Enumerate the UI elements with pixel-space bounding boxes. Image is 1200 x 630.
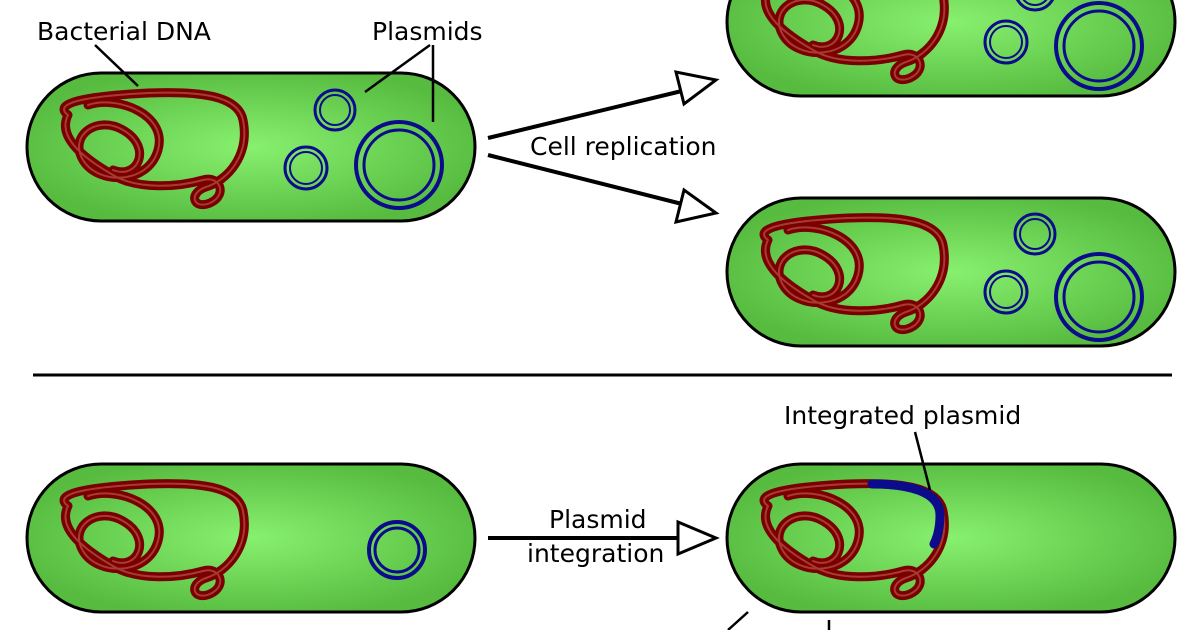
bottom-leader-1	[727, 611, 749, 630]
replication-arrow-down	[487, 153, 720, 224]
plasmids-leader-1	[364, 43, 431, 94]
small-plasmid	[983, 19, 1029, 65]
integration-arrow	[488, 519, 720, 557]
daughter-cell-1	[725, 0, 1177, 98]
plasmid	[367, 520, 427, 580]
large-plasmid	[1054, 252, 1144, 342]
small-plasmid	[313, 88, 357, 132]
source-cell	[25, 71, 477, 223]
replication-arrow-up	[487, 70, 720, 140]
small-plasmid	[1013, 212, 1057, 256]
integrated-plasmid-label: Integrated plasmid	[784, 401, 1021, 430]
small-plasmid	[983, 269, 1029, 315]
large-plasmid	[354, 120, 444, 210]
integrated-cell	[725, 462, 1177, 614]
plasmid-integration-label-line1: Plasmid	[549, 505, 647, 534]
daughter-cell-2	[725, 196, 1177, 348]
bacterial-dna-leader	[94, 44, 139, 87]
plasmid-integration-label-line2: integration	[527, 539, 664, 568]
bacterial-dna-label: Bacterial DNA	[37, 17, 211, 46]
integrated-plasmid-leader	[913, 431, 932, 491]
large-plasmid	[1054, 1, 1144, 91]
plasmids-label: Plasmids	[372, 17, 483, 46]
cell-replication-label: Cell replication	[530, 132, 717, 161]
pre-integration-cell	[25, 462, 477, 614]
small-plasmid	[283, 145, 329, 191]
integrated-plasmid-segment	[867, 479, 945, 549]
